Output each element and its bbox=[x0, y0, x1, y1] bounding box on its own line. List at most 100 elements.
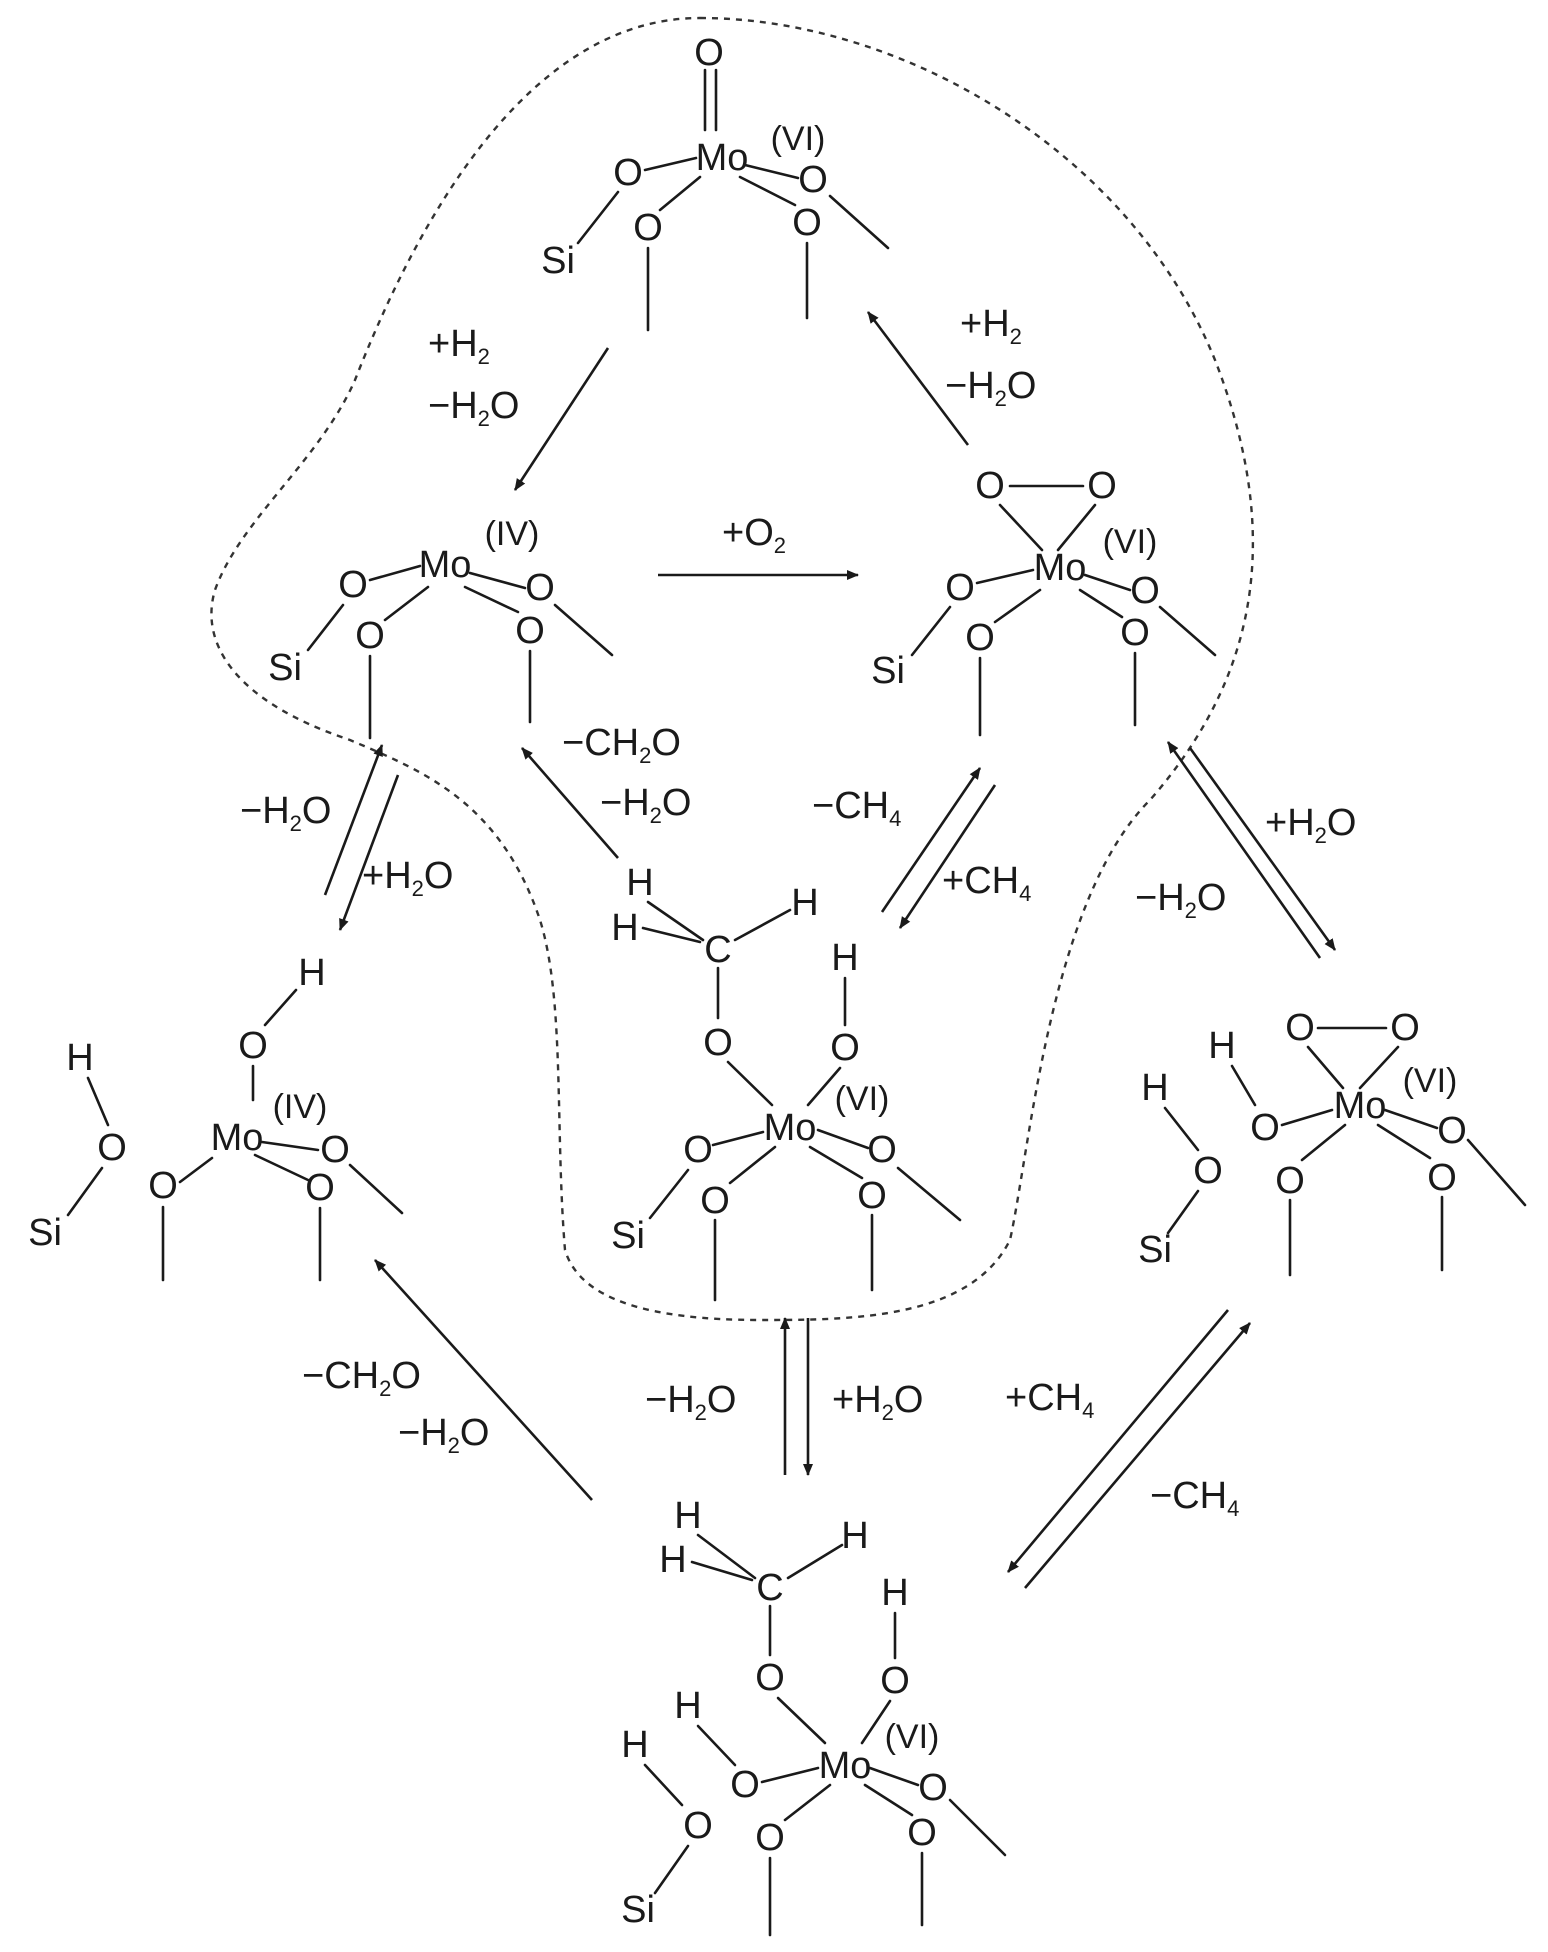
reaction-arrows bbox=[323, 311, 1337, 1589]
o-lower-left: O bbox=[1275, 1160, 1305, 1202]
o-lower-right: O bbox=[907, 1812, 937, 1854]
h-silanol: H bbox=[66, 1037, 93, 1079]
o-methoxy: O bbox=[703, 1022, 733, 1064]
h-hydroxy: H bbox=[298, 952, 325, 994]
si-atom: Si bbox=[611, 1215, 645, 1257]
mo-atom: Mo bbox=[419, 544, 472, 586]
peroxo-o-right: O bbox=[1390, 1007, 1420, 1049]
dashed-cycle-boundary bbox=[210, 16, 1255, 1322]
label-bottom-plus-ch4: +CH4 bbox=[1005, 1377, 1094, 1423]
h-right: H bbox=[791, 882, 818, 924]
label-mid-plus-ch4: +CH4 bbox=[942, 860, 1031, 906]
arrow-g-to-f bbox=[1024, 1322, 1251, 1589]
label-right-plus-h2o: +H2O bbox=[1265, 802, 1356, 848]
h-silanol: H bbox=[621, 1724, 648, 1766]
arrow-d-to-c bbox=[880, 767, 982, 913]
o-silanol: O bbox=[97, 1127, 127, 1169]
structure-mo-vi-oxo-top: O Mo (VI) O O O O Si bbox=[541, 32, 890, 332]
o-right: O bbox=[525, 567, 555, 609]
structure-mo-vi-peroxo: O O Mo (VI) O O O O Si bbox=[871, 465, 1217, 737]
si-atom: Si bbox=[541, 240, 575, 282]
o-left: O bbox=[148, 1165, 178, 1207]
o-methoxy: O bbox=[755, 1657, 785, 1699]
arrow-d-to-b bbox=[521, 747, 619, 859]
mo-atom: Mo bbox=[1034, 547, 1087, 589]
si-atom: Si bbox=[871, 650, 905, 692]
o-silanol: O bbox=[683, 1805, 713, 1847]
o-hydroxy: O bbox=[830, 1027, 860, 1069]
oxidation-state: (IV) bbox=[273, 1088, 328, 1126]
o-hydroxy: O bbox=[238, 1025, 268, 1067]
label-minus-h2o-upper: −H2O bbox=[600, 782, 691, 828]
o-lower-right: O bbox=[857, 1175, 887, 1217]
label-bottom-minus-h2o: −H2O bbox=[645, 1379, 736, 1425]
o-lower-left: O bbox=[633, 207, 663, 249]
arrow-labels: +H2 −H2O +H2 −H2O +O2 −CH2O −H2O −H2O +H… bbox=[240, 303, 1356, 1521]
label-left-plus-h2o: +H2O bbox=[362, 855, 453, 901]
o-right: O bbox=[320, 1129, 350, 1171]
o-lower-right: O bbox=[515, 610, 545, 652]
oxidation-state: (IV) bbox=[485, 515, 540, 553]
peroxo-o-left: O bbox=[975, 465, 1005, 507]
peroxo-o-left: O bbox=[1285, 1007, 1315, 1049]
mo-atom: Mo bbox=[211, 1117, 264, 1159]
label-top-left-plus-h2: +H2 bbox=[428, 323, 490, 369]
mo-atom: Mo bbox=[696, 137, 749, 179]
structure-mo-vi-methoxy-bottom: H H H C O H O H O Mo (VI) H O Si O O O bbox=[621, 1495, 1007, 1937]
h-right: H bbox=[841, 1515, 868, 1557]
o-lower-left: O bbox=[355, 615, 385, 657]
label-right-minus-h2o: −H2O bbox=[1135, 877, 1226, 923]
arrow-reduction-a-to-b bbox=[513, 347, 610, 491]
o-lower-left: O bbox=[700, 1180, 730, 1222]
h-hydroxy-2: H bbox=[674, 1685, 701, 1727]
arrow-g-to-e bbox=[374, 1259, 593, 1501]
label-top-left-minus-h2o: −H2O bbox=[428, 385, 519, 431]
o-left: O bbox=[683, 1129, 713, 1171]
o-right: O bbox=[918, 1767, 948, 1809]
h-silanol: H bbox=[1141, 1067, 1168, 1109]
o-lower-left: O bbox=[755, 1817, 785, 1859]
o-right: O bbox=[1437, 1110, 1467, 1152]
oxidation-state: (VI) bbox=[1103, 523, 1158, 561]
arrow-c-to-a bbox=[866, 311, 970, 446]
o-lower-right: O bbox=[1120, 612, 1150, 654]
h-hydroxy: H bbox=[1208, 1025, 1235, 1067]
label-bottom-plus-h2o: +H2O bbox=[832, 1379, 923, 1425]
mo-atom: Mo bbox=[819, 1745, 872, 1787]
peroxo-o-right: O bbox=[1087, 465, 1117, 507]
oxidation-state: (VI) bbox=[835, 1080, 890, 1118]
o-hydroxy: O bbox=[880, 1660, 910, 1702]
h-left: H bbox=[611, 907, 638, 949]
o-lower-right: O bbox=[1427, 1157, 1457, 1199]
label-mid-minus-ch4: −CH4 bbox=[812, 785, 901, 831]
label-lower-minus-h2o: −H2O bbox=[398, 1412, 489, 1458]
structure-mo-iv-reduced: Mo (IV) O O O O Si bbox=[268, 515, 614, 740]
h-hydroxy: H bbox=[831, 937, 858, 979]
arrow-f-to-c bbox=[1166, 741, 1322, 959]
o-left: O bbox=[338, 564, 368, 606]
h-left: H bbox=[659, 1539, 686, 1581]
mo-atom: Mo bbox=[764, 1107, 817, 1149]
si-atom: Si bbox=[268, 647, 302, 689]
o-hydroxy-2: O bbox=[730, 1764, 760, 1806]
label-top-right-plus-h2: +H2 bbox=[960, 303, 1022, 349]
label-left-minus-h2o: −H2O bbox=[240, 790, 331, 836]
si-atom: Si bbox=[621, 1889, 655, 1931]
si-atom: Si bbox=[1138, 1229, 1172, 1271]
c-atom: C bbox=[756, 1567, 783, 1609]
label-top-right-minus-h2o: −H2O bbox=[945, 365, 1036, 411]
arrow-b-to-e bbox=[338, 774, 400, 931]
arrow-e-to-b bbox=[323, 744, 384, 896]
arrow-c-to-f bbox=[1188, 747, 1337, 951]
o-left: O bbox=[613, 152, 643, 194]
label-plus-o2: +O2 bbox=[722, 512, 786, 558]
o-lower-right: O bbox=[792, 202, 822, 244]
o-left: O bbox=[945, 567, 975, 609]
oxidation-state: (VI) bbox=[771, 120, 826, 158]
structure-mo-vi-methoxy-hydroxy: H H H C O H O Mo (VI) O O O O Si bbox=[611, 862, 962, 1302]
o-right: O bbox=[798, 159, 828, 201]
o-right: O bbox=[1130, 570, 1160, 612]
c-atom: C bbox=[704, 929, 731, 971]
oxidation-state: (VI) bbox=[885, 1718, 940, 1756]
